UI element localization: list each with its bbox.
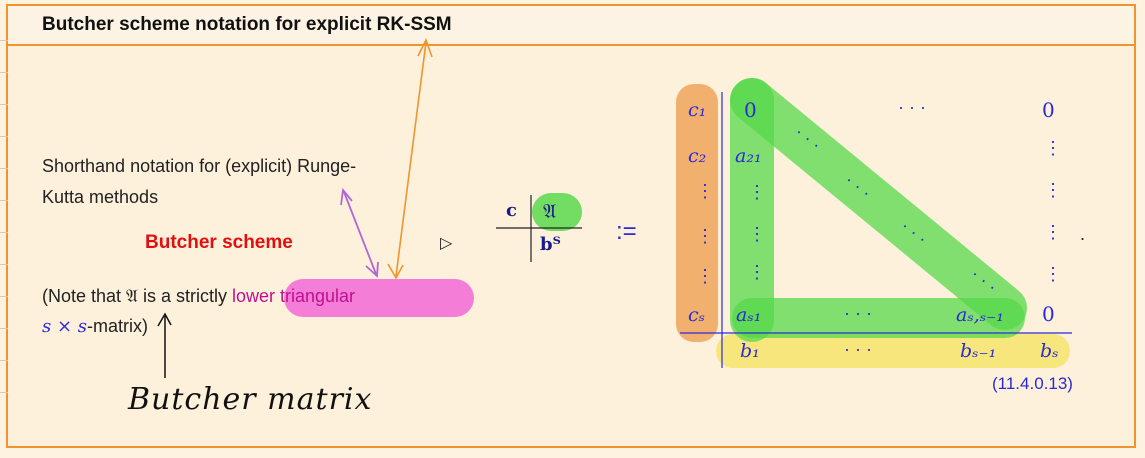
small-A: 𝔄 xyxy=(543,199,557,223)
pink-highlight xyxy=(284,279,474,317)
slide-frame: Butcher scheme notation for explicit RK-… xyxy=(6,4,1136,448)
slide-title: Butcher scheme notation for explicit RK-… xyxy=(42,14,452,35)
triangle-arrow-icon: ▷ xyxy=(440,235,453,252)
handwritten-butcher-matrix: Butcher matrix xyxy=(128,382,373,417)
c-vdots-3: ⋮ xyxy=(696,266,714,286)
note-line-2: s × s-matrix) xyxy=(42,313,148,340)
yellow-highlight-b-row xyxy=(716,334,1070,368)
handwritten-arrow xyxy=(157,312,172,378)
violet-double-arrow xyxy=(340,187,379,278)
defeq-symbol: := xyxy=(616,218,637,245)
col1-vdots-1: ⋮ xyxy=(748,182,766,202)
note-symbol: 𝔄 xyxy=(126,286,138,307)
a-s1: aₛ₁ xyxy=(736,304,762,326)
a-s-s-minus-1: aₛ,ₛ₋₁ xyxy=(956,304,1004,326)
note-line-1: (Note that 𝔄 is a strictly lower triangu… xyxy=(42,283,355,310)
b-s-minus-1: bₛ₋₁ xyxy=(960,340,997,362)
bottom-row-dots: · · · xyxy=(844,303,872,323)
equation-number: (11.4.0.13) xyxy=(992,374,1073,393)
small-scheme-rules xyxy=(496,195,582,262)
note-highlight: lower triangular xyxy=(232,286,356,306)
note-line2-end: -matrix) xyxy=(87,316,148,336)
note-start: (Note that xyxy=(42,286,127,306)
col1-vdots-3: ⋮ xyxy=(748,262,766,282)
small-bT: bᵀ xyxy=(540,234,561,255)
c-vdots-1: ⋮ xyxy=(696,181,714,201)
lastcol-vdots-3: ⋮ xyxy=(1044,222,1062,242)
green-diagonal-stroke xyxy=(730,78,1027,330)
a-21: a₂₁ xyxy=(735,145,762,167)
intro-line-1: Shorthand notation for (explicit) Runge- xyxy=(42,156,357,176)
a-1s-zero: 0 xyxy=(1042,98,1055,122)
green-highlight-A-small xyxy=(532,193,582,231)
lastcol-vdots-2: ⋮ xyxy=(1044,180,1062,200)
note-s-times-s: s × s xyxy=(42,316,87,337)
a-ss-zero: 0 xyxy=(1042,302,1055,326)
b-s: bₛ xyxy=(1040,340,1059,362)
title-bar: Butcher scheme notation for explicit RK-… xyxy=(8,6,1134,46)
col1-vdots-2: ⋮ xyxy=(748,224,766,244)
c-2: c₂ xyxy=(688,145,707,167)
trailing-period: . xyxy=(1080,224,1086,244)
b-1: b₁ xyxy=(740,340,760,362)
matrix-rules xyxy=(680,92,1072,368)
note-mid: is a strictly xyxy=(137,286,232,306)
lastcol-vdots-1: ⋮ xyxy=(1044,138,1062,158)
lastcol-vdots-4: ⋮ xyxy=(1044,264,1062,284)
c-1: c₁ xyxy=(688,99,707,121)
c-vdots-2: ⋮ xyxy=(696,226,714,246)
small-c: c xyxy=(506,200,517,221)
margin-ticks xyxy=(0,40,10,440)
row1-dots: · · · xyxy=(898,97,926,117)
a-11-zero: 0 xyxy=(744,98,757,122)
orange-double-arrow xyxy=(387,37,433,280)
orange-highlight-c-column xyxy=(676,84,718,342)
c-s: cₛ xyxy=(688,304,706,326)
butcher-scheme-term: Butcher scheme xyxy=(145,232,293,253)
b-row-dots: · · · xyxy=(844,339,872,359)
intro-line-2: Kutta methods xyxy=(42,187,159,207)
